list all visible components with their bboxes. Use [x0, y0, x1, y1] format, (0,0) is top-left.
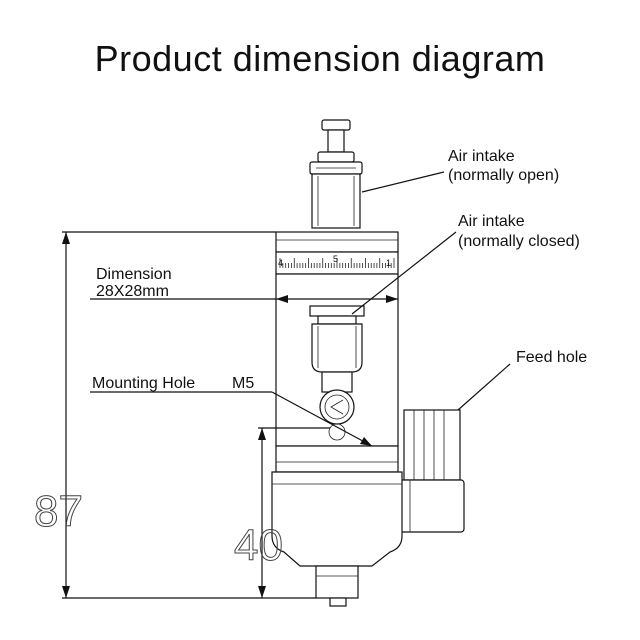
mounting-hole-label: Mounting Hole: [92, 375, 195, 392]
dimension-label: Dimension: [96, 266, 172, 283]
air-intake-closed-note: (normally closed): [458, 233, 580, 250]
dial-mark-4: 4: [278, 258, 283, 268]
nozzle-body: [271, 471, 403, 607]
dial-mark-5: 5: [333, 254, 338, 264]
feed-hole-fitting: [399, 409, 465, 533]
height-87-label: 87: [34, 487, 83, 536]
mounting-hole-callout: Mounting Hole M5: [90, 375, 373, 447]
mounting-hole-size-label: M5: [232, 375, 254, 392]
air-intake-open-note: (normally open): [448, 167, 559, 184]
dial-cap: 4 5 1: [275, 231, 399, 291]
dial-mark-1: 1: [386, 258, 391, 268]
top-air-fitting: [309, 119, 363, 229]
feed-hole-callout: Feed hole: [457, 349, 587, 411]
height-40-dimension: 40: [234, 427, 330, 598]
page-title: Product dimension diagram: [94, 38, 546, 79]
feed-hole-label: Feed hole: [516, 349, 587, 366]
width-dimension: Dimension 28X28mm: [90, 266, 398, 303]
air-intake-open-label: Air intake: [448, 148, 515, 165]
height-87-dimension: 87: [34, 231, 316, 599]
air-intake-open-callout: Air intake (normally open): [361, 148, 559, 193]
main-body: [275, 273, 399, 473]
dimension-size-label: 28X28mm: [96, 283, 169, 300]
air-intake-closed-label: Air intake: [458, 213, 525, 230]
height-40-label: 40: [234, 521, 283, 570]
air-intake-closed-callout: Air intake (normally closed): [351, 213, 580, 315]
